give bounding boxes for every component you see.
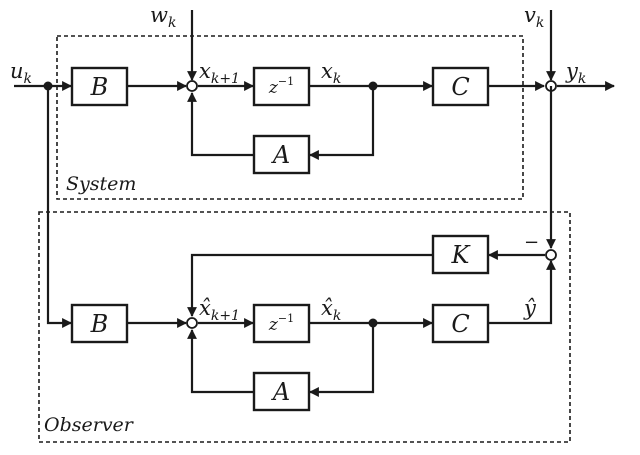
observer-group-label: Observer — [44, 414, 135, 436]
xhat-junction-dot — [368, 318, 378, 328]
signal-x-label: xk — [321, 59, 341, 87]
wire-u-to-observer — [46, 86, 72, 328]
block-c — [431, 66, 490, 107]
signal-v-label: vk — [524, 3, 544, 31]
wire-obs-a-to-sum — [187, 329, 253, 394]
block-delay-label: z−1 — [268, 75, 294, 98]
minus-sign: − — [524, 232, 539, 253]
block-obs-c — [431, 303, 490, 344]
signal-yhat-label: ŷ — [523, 296, 537, 320]
system-boundary — [56, 35, 524, 200]
x-junction-dot — [368, 81, 378, 91]
error-sum-node — [545, 249, 557, 261]
block-delay — [252, 66, 311, 107]
wire-obs-node-to-a — [309, 323, 375, 397]
signal-x-next-label: xk+1 — [199, 59, 240, 87]
block-k — [431, 234, 490, 275]
wire-yhat-to-error — [488, 260, 556, 325]
block-a-label: A — [271, 141, 290, 169]
block-obs-a-label: A — [271, 378, 290, 406]
block-c-label: C — [451, 73, 469, 101]
observer-sum-node — [186, 317, 198, 329]
block-k-label: K — [451, 241, 472, 269]
block-obs-b-label: B — [90, 310, 109, 338]
system-sum-node — [186, 80, 198, 92]
signal-xhat-next-label: x̂k+1 — [199, 296, 240, 324]
block-obs-b — [70, 303, 129, 344]
system-group-label: System — [66, 173, 136, 195]
block-a — [252, 134, 311, 175]
signal-xhat-label: x̂k — [321, 296, 341, 324]
wire-node-to-a — [309, 86, 375, 160]
block-obs-delay — [252, 303, 311, 344]
block-b-label: B — [90, 73, 109, 101]
block-obs-delay-label: z−1 — [268, 312, 294, 335]
observer-boundary — [38, 211, 571, 443]
signal-w-label: wk — [150, 3, 176, 31]
wire-a-to-sum — [187, 92, 253, 157]
signal-y-label: yk — [565, 59, 586, 87]
wire-k-to-sum — [187, 253, 433, 317]
block-b — [70, 66, 129, 107]
signal-u-label: uk — [10, 59, 32, 87]
block-obs-a — [252, 371, 311, 412]
block-obs-c-label: C — [451, 310, 469, 338]
